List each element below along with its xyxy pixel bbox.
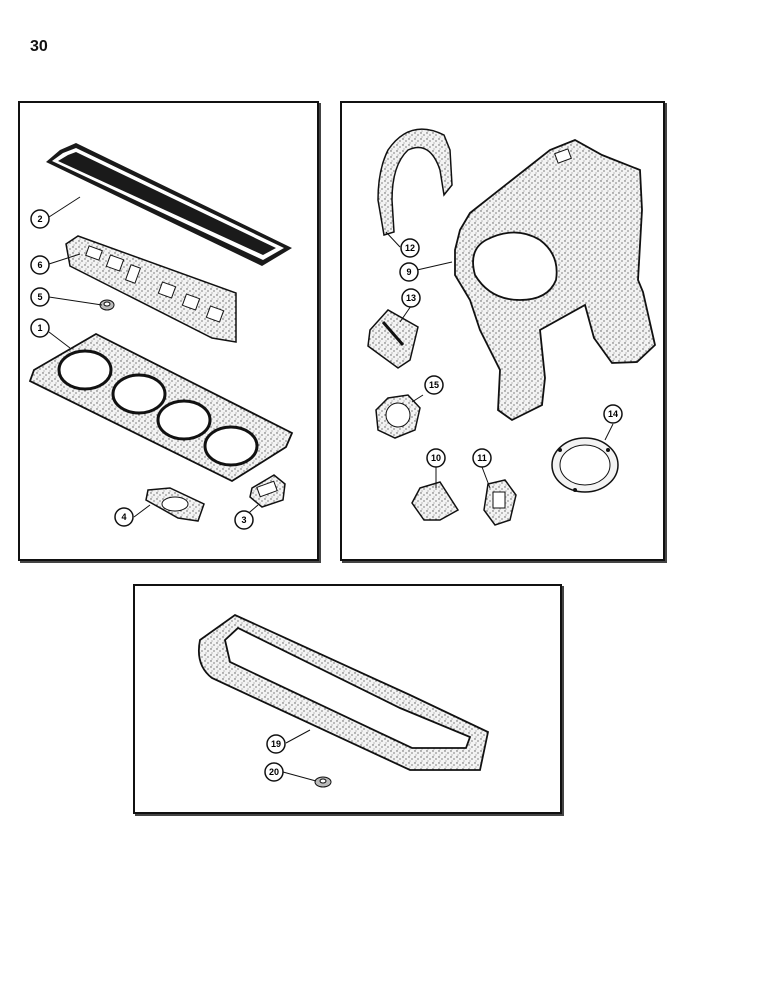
callout-2: 2 xyxy=(30,209,50,229)
gasket-13 xyxy=(367,309,419,369)
callout-11-label: 11 xyxy=(477,453,487,463)
callout-5-label: 5 xyxy=(37,292,42,302)
callout-6-label: 6 xyxy=(37,260,42,270)
flange-gasket-4 xyxy=(145,487,205,522)
gasket-11 xyxy=(483,479,517,526)
callout-20: 20 xyxy=(264,762,284,782)
callout-11: 11 xyxy=(472,448,492,468)
callout-3-label: 3 xyxy=(241,515,246,525)
gasket-10 xyxy=(411,481,460,521)
timing-housing-gasket xyxy=(454,139,656,422)
callout-12: 12 xyxy=(400,238,420,258)
callout-13: 13 xyxy=(401,288,421,308)
callout-1-label: 1 xyxy=(37,323,42,333)
callout-14-label: 14 xyxy=(608,409,618,419)
panel-oil-pan-gasket xyxy=(133,584,562,814)
callout-2-label: 2 xyxy=(37,214,42,224)
callout-13-label: 13 xyxy=(406,293,416,303)
washer xyxy=(99,299,115,311)
callout-6: 6 xyxy=(30,255,50,275)
leader-lines xyxy=(48,196,614,782)
oil-pan-gasket xyxy=(197,613,490,771)
callout-15: 15 xyxy=(424,375,444,395)
callout-12-label: 12 xyxy=(405,243,415,253)
callout-10: 10 xyxy=(426,448,446,468)
oil-washer xyxy=(314,776,332,788)
callout-15-label: 15 xyxy=(429,380,439,390)
callout-3: 3 xyxy=(234,510,254,530)
manifold-gasket xyxy=(65,235,237,343)
flange-gasket-3 xyxy=(249,474,286,508)
callout-4-label: 4 xyxy=(121,512,126,522)
gasket-15 xyxy=(375,394,421,439)
callout-20-label: 20 xyxy=(269,767,279,777)
callout-9-label: 9 xyxy=(406,267,411,277)
callout-9: 9 xyxy=(399,262,419,282)
cylinder-head-gasket xyxy=(28,332,294,483)
callout-14: 14 xyxy=(603,404,623,424)
timing-gasket-12 xyxy=(377,128,453,236)
callout-5: 5 xyxy=(30,287,50,307)
callout-19-label: 19 xyxy=(271,739,281,749)
callout-1: 1 xyxy=(30,318,50,338)
page-number: 30 xyxy=(30,38,48,55)
rocker-cover-gasket xyxy=(46,143,292,266)
gasket-14 xyxy=(551,437,619,493)
callout-19: 19 xyxy=(266,734,286,754)
callout-10-label: 10 xyxy=(431,453,441,463)
callout-4: 4 xyxy=(114,507,134,527)
